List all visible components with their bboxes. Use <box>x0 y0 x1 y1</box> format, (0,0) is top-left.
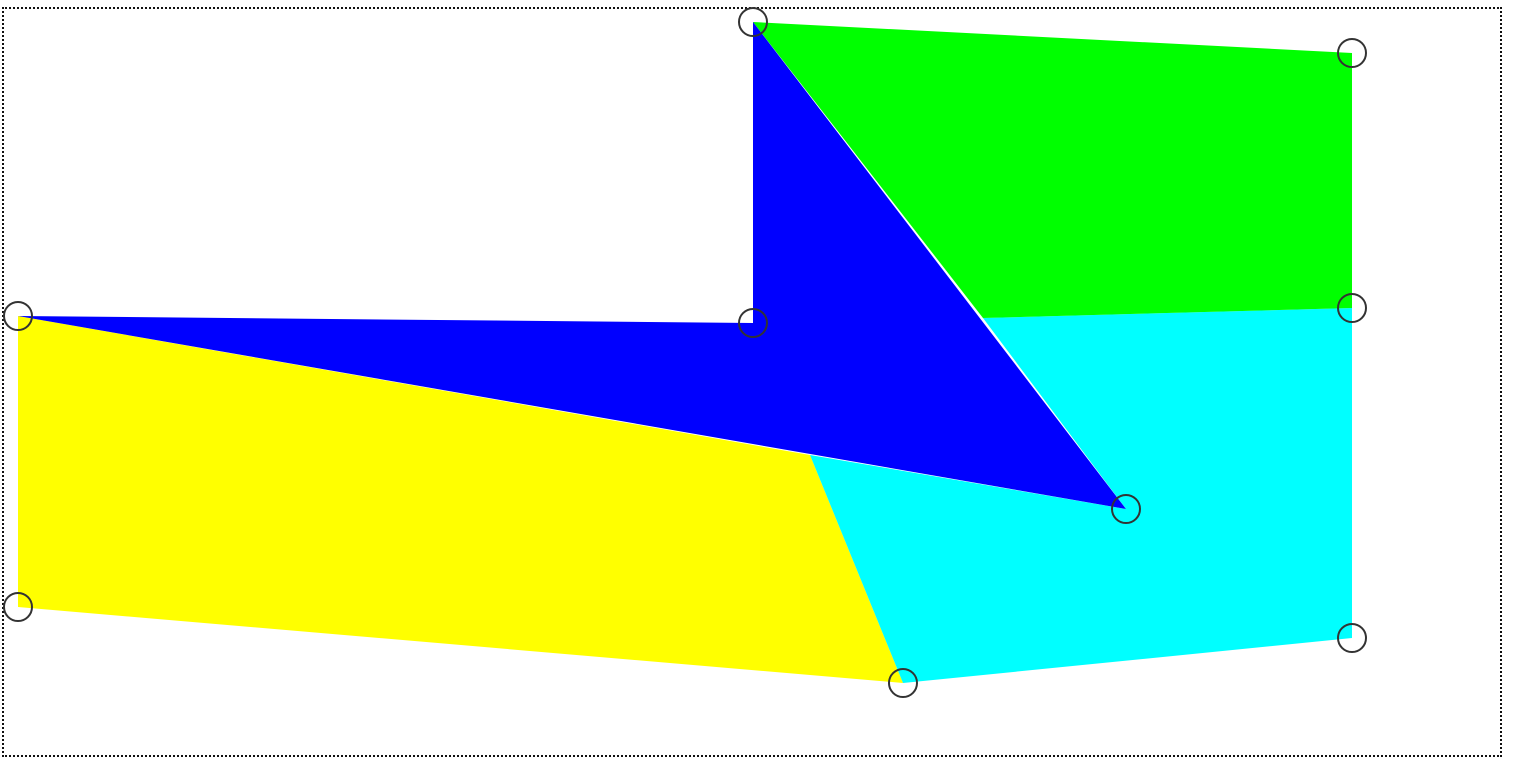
blue-region[interactable] <box>18 22 1126 509</box>
vertex-handle[interactable] <box>1337 38 1367 68</box>
vertex-handle[interactable] <box>1337 293 1367 323</box>
vertex-handle[interactable] <box>3 592 33 622</box>
vertex-handle[interactable] <box>738 308 768 338</box>
green-region[interactable] <box>753 22 1352 318</box>
cyan-region[interactable] <box>810 308 1352 683</box>
vertex-handle[interactable] <box>738 7 768 37</box>
vertex-handle[interactable] <box>888 668 918 698</box>
vertex-handle[interactable] <box>3 301 33 331</box>
vertex-handle[interactable] <box>1337 623 1367 653</box>
yellow-region[interactable] <box>18 316 903 683</box>
vertex-handle[interactable] <box>1111 494 1141 524</box>
